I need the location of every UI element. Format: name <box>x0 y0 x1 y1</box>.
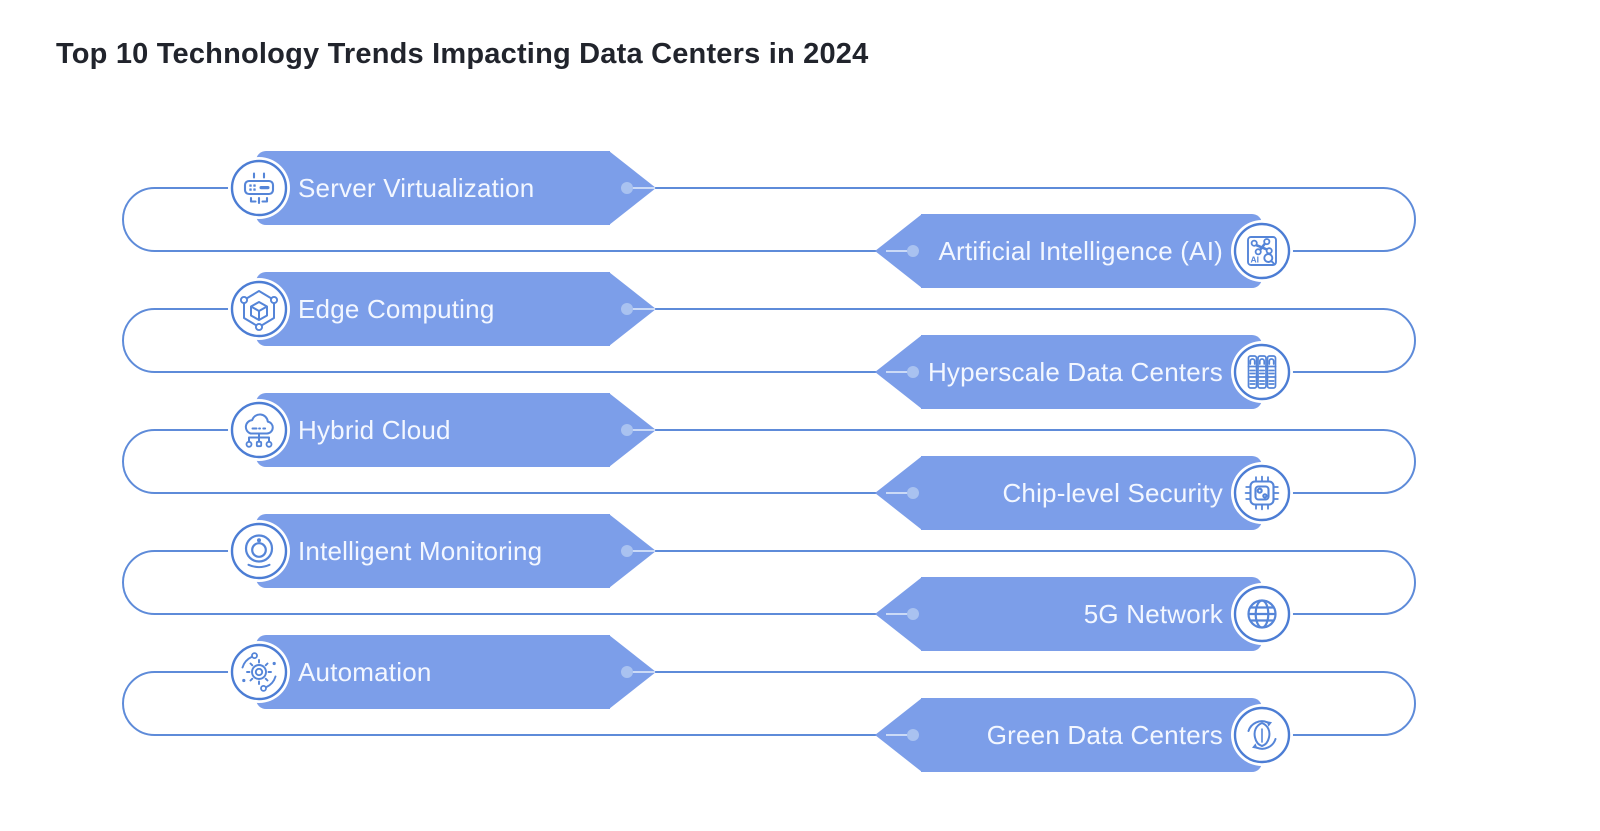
banner-server-virtualization <box>256 151 610 225</box>
trend-label: 5G Network <box>1083 599 1223 629</box>
banner-hyperscale-data-centers <box>921 335 1262 409</box>
tip-connector-line <box>629 429 655 431</box>
trend-label: Artificial Intelligence (AI) <box>938 236 1223 266</box>
trend-label: Hyperscale Data Centers <box>927 357 1223 387</box>
icon-badge <box>228 641 290 703</box>
page-title: Top 10 Technology Trends Impacting Data … <box>56 38 869 70</box>
trend-label: Automation <box>298 657 432 687</box>
edge-computing-icon <box>230 280 288 338</box>
tip-connector-line <box>886 371 912 373</box>
banner-artificial-intelligence <box>921 214 1262 288</box>
icon-badge <box>1231 462 1293 524</box>
tip-dot <box>907 729 919 741</box>
tip-connector-line <box>629 550 655 552</box>
icon-badge <box>1231 583 1293 645</box>
tip-connector-line <box>886 613 912 615</box>
banner-5g-network <box>921 577 1262 651</box>
banner-green-data-centers <box>921 698 1262 772</box>
trend-label: Intelligent Monitoring <box>298 536 543 566</box>
tip-connector-line <box>886 492 912 494</box>
tip-dot <box>621 424 633 436</box>
intelligent-monitoring-icon <box>230 522 288 580</box>
connector-loop <box>122 187 1416 252</box>
banner-chip-level-security <box>921 456 1262 530</box>
artificial-intelligence-icon: AI <box>1233 222 1291 280</box>
tip-connector-line <box>629 671 655 673</box>
connector-loop <box>122 429 1416 494</box>
banner-hybrid-cloud <box>256 393 610 467</box>
tip-dot <box>621 666 633 678</box>
server-virtualization-icon <box>230 159 288 217</box>
tip-connector-line <box>629 187 655 189</box>
5g-network-icon <box>1233 585 1291 643</box>
hybrid-cloud-icon <box>230 401 288 459</box>
tip-dot <box>621 182 633 194</box>
svg-text:AI: AI <box>1251 255 1260 265</box>
icon-badge <box>1231 341 1293 403</box>
banner-edge-computing <box>256 272 610 346</box>
icon-badge: AI <box>1231 220 1293 282</box>
banner-intelligent-monitoring <box>256 514 610 588</box>
icon-badge <box>228 399 290 461</box>
icon-badge <box>228 157 290 219</box>
tip-connector-line <box>886 250 912 252</box>
tip-dot <box>907 487 919 499</box>
automation-icon <box>230 643 288 701</box>
tip-dot <box>621 303 633 315</box>
trend-label: Hybrid Cloud <box>298 415 451 445</box>
trend-label: Green Data Centers <box>986 720 1223 750</box>
hyperscale-data-centers-icon <box>1233 343 1291 401</box>
icon-badge <box>228 520 290 582</box>
connector-loop <box>122 550 1416 615</box>
connector-loop <box>122 308 1416 373</box>
trend-label: Edge Computing <box>298 294 495 324</box>
icon-badge <box>1231 704 1293 766</box>
trend-label: Server Virtualization <box>298 173 535 203</box>
tip-dot <box>907 366 919 378</box>
tip-dot <box>907 245 919 257</box>
icon-badge <box>228 278 290 340</box>
tip-connector-line <box>886 734 912 736</box>
tip-connector-line <box>629 308 655 310</box>
trend-label: Chip-level Security <box>1002 478 1223 508</box>
green-data-centers-icon <box>1233 706 1291 764</box>
tip-dot <box>907 608 919 620</box>
banner-automation <box>256 635 610 709</box>
tip-dot <box>621 545 633 557</box>
chip-level-security-icon <box>1233 464 1291 522</box>
connector-loop <box>122 671 1416 736</box>
